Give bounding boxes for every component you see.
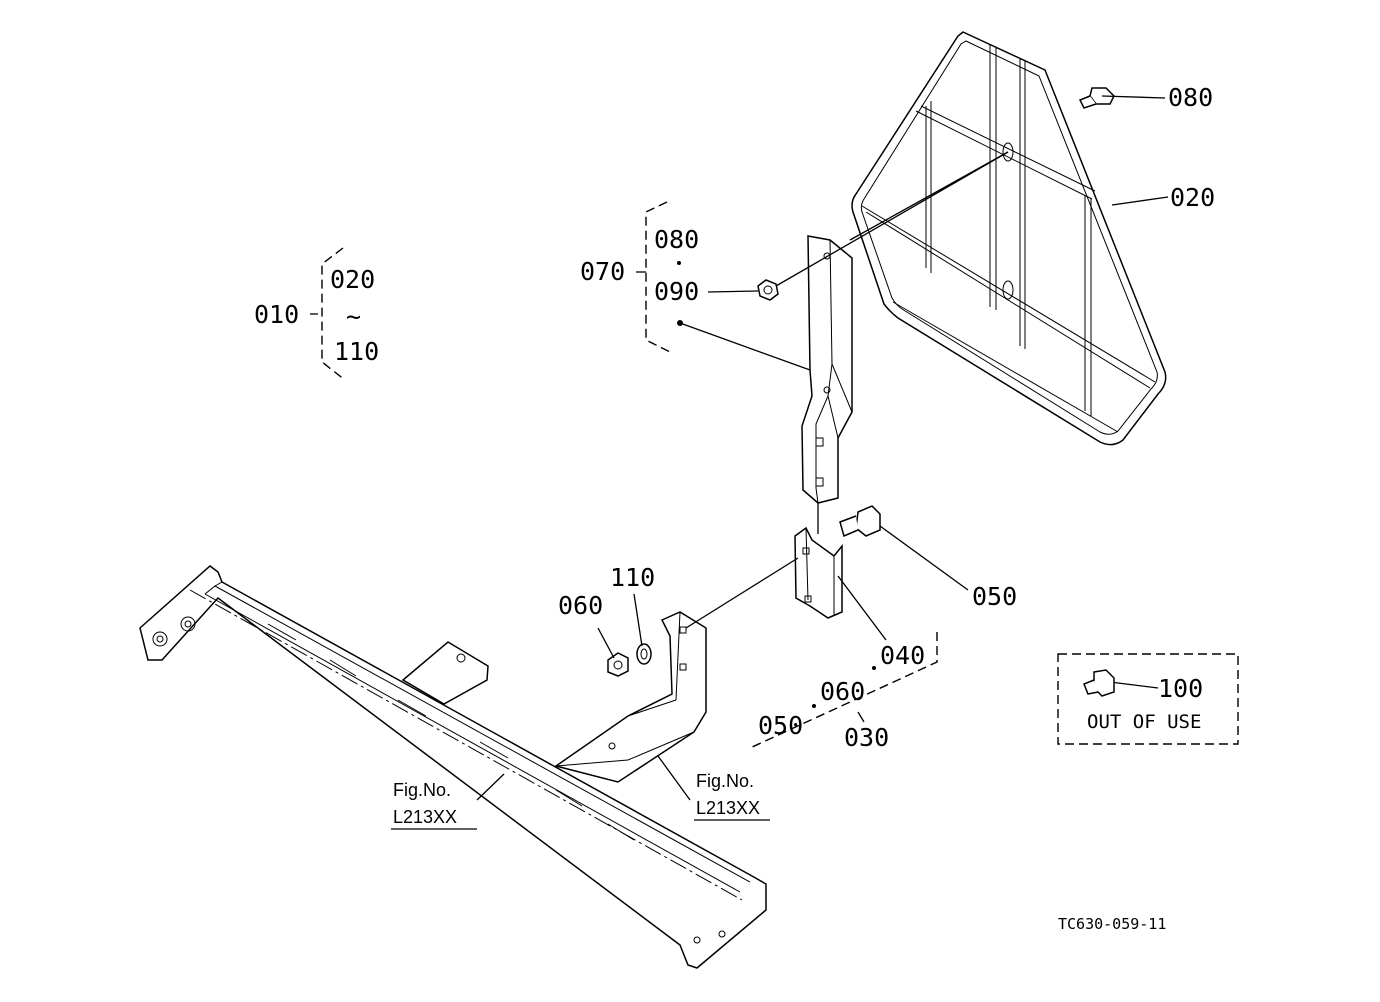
part-020-label: 020 <box>1170 183 1215 212</box>
cross-bar <box>139 565 767 969</box>
part-070-label: 070 <box>580 257 625 286</box>
part-090-label: 090 <box>654 277 699 306</box>
lower-bracket-040 <box>794 526 843 619</box>
nut-060 <box>607 652 629 677</box>
guard-grille <box>851 31 1167 446</box>
fig-ref-right-label: Fig.No. <box>696 771 754 791</box>
part-labels: 010 020 ~ 110 070 080 090 080 020 050 04… <box>254 83 1215 933</box>
tilde-label: ~ <box>346 302 361 331</box>
mounting-bracket <box>554 611 707 783</box>
hex-nut-090 <box>757 279 779 301</box>
grouping-brackets <box>321 201 1239 749</box>
fig-ref-left-number: L213XX <box>393 807 457 827</box>
part-080-label: 080 <box>1168 83 1213 112</box>
part-050-label: 050 <box>972 582 1017 611</box>
bolt-080 <box>1078 87 1115 109</box>
part-060-group-label: 060 <box>820 677 865 706</box>
part-060-label: 060 <box>558 591 603 620</box>
part-010-label: 010 <box>254 300 299 329</box>
part-050-group-label: 050 <box>758 711 803 740</box>
leader-lines <box>310 95 1169 830</box>
upper-bracket <box>801 235 853 504</box>
part-080-group-label: 080 <box>654 225 699 254</box>
part-110-label: 110 <box>610 563 655 592</box>
part-030-label: 030 <box>844 723 889 752</box>
out-of-use-label: OUT OF USE <box>1087 711 1201 733</box>
centre-plate <box>401 641 489 705</box>
bolt-050 <box>839 505 881 538</box>
part-040-label: 040 <box>880 641 925 670</box>
part-100-label: 100 <box>1158 674 1203 703</box>
part-110-group-label: 110 <box>334 337 379 366</box>
washer-110 <box>636 643 652 665</box>
bolt-100 <box>1083 669 1115 697</box>
fig-ref-left-label: Fig.No. <box>393 780 451 800</box>
fig-ref-right-number: L213XX <box>696 798 760 818</box>
part-020-group-label: 020 <box>330 265 375 294</box>
drawing-code: TC630-059-11 <box>1058 915 1166 933</box>
